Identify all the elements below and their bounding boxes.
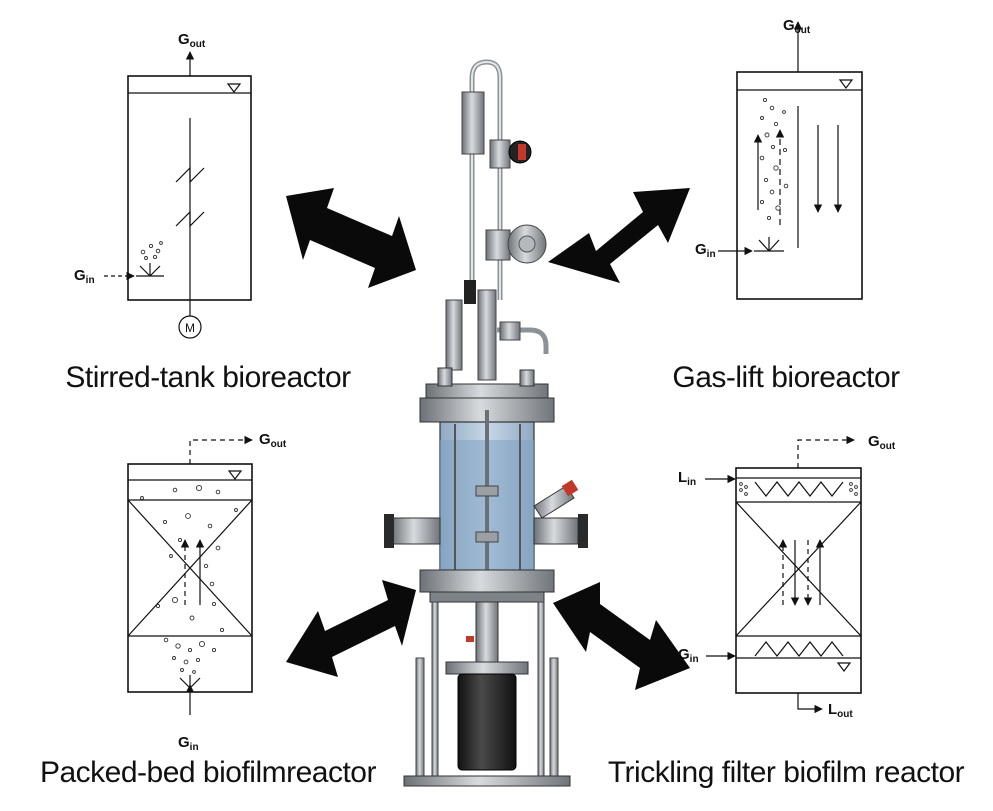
liquid-in-label: Lin xyxy=(678,469,696,488)
stand-strut-right xyxy=(549,657,559,779)
stand-strut-left xyxy=(415,657,425,779)
side-tube xyxy=(497,327,549,354)
caption-packed-bed: Packed-bed biofilmreactor xyxy=(40,756,377,789)
pressure-gauge-red-cap xyxy=(518,144,526,160)
liquid-level-icon xyxy=(838,79,854,89)
head-port-1 xyxy=(437,367,453,387)
gas-out-arrow xyxy=(797,435,855,468)
base-plate xyxy=(429,591,545,603)
impeller-lower xyxy=(475,531,499,543)
central-bioreactor-illustration xyxy=(384,59,588,787)
gas-in-label: Gin xyxy=(695,241,716,260)
gas-lift-panel: Gout Gin Gas-lift bioreactor xyxy=(672,17,900,394)
exchange-arrow-top-right xyxy=(548,188,690,283)
head-port-2 xyxy=(519,369,535,387)
exchange-arrow-bottom-left xyxy=(286,580,416,677)
probe-2 xyxy=(477,289,497,381)
packing-bed-cross xyxy=(735,501,862,637)
side-port-right xyxy=(533,517,579,545)
gas-in-label: Gin xyxy=(678,646,699,665)
drive-motor xyxy=(457,673,517,771)
liquid-out-arrow xyxy=(797,693,823,714)
trickling-filter-panel: Gout Lin Gin Lout Trickling filter biofi… xyxy=(608,433,965,789)
gas-sparger-icon xyxy=(754,237,784,252)
gas-out-label: Gout xyxy=(783,17,811,36)
motor-label: M xyxy=(185,321,195,335)
impeller-upper xyxy=(475,485,499,497)
packed-bed-panel: Gout Gin Packed-bed biofilmreactor xyxy=(40,431,377,789)
probe-1 xyxy=(445,299,463,371)
stand-leg-right xyxy=(537,601,545,779)
caption-gas-lift: Gas-lift bioreactor xyxy=(672,361,900,394)
gas-out-label: Gout xyxy=(868,433,896,452)
side-fitting xyxy=(499,321,521,341)
gas-out-label: Gout xyxy=(259,431,287,450)
lower-impeller-blade xyxy=(175,210,205,228)
side-port-left-clamp xyxy=(384,514,394,548)
side-port-right-clamp xyxy=(578,514,588,548)
gas-regulator-knob xyxy=(518,235,536,253)
liquid-droplets xyxy=(739,482,858,496)
packed-bed-vessel xyxy=(127,463,253,693)
exhaust-gas-pipe-highlight xyxy=(471,60,501,300)
stand-base xyxy=(403,775,571,787)
liquid-level-icon xyxy=(226,83,242,93)
gas-lift-vessel xyxy=(736,71,863,300)
gas-sparger-icon xyxy=(136,263,164,277)
packing-bed-cross xyxy=(127,499,253,637)
upper-impeller-blade xyxy=(175,166,205,184)
gas-out-arrow xyxy=(189,435,253,464)
exchange-arrows xyxy=(286,188,690,690)
distributor-nozzles-icon xyxy=(754,481,844,497)
gas-fitting-block xyxy=(485,229,511,261)
stirred-tank-panel: Gout M Gin Stirred-tank bioreactor xyxy=(65,31,351,394)
drive-coupling xyxy=(475,601,499,663)
angled-probe-port xyxy=(533,485,575,519)
angled-probe-red-cap xyxy=(561,479,579,497)
side-port-left xyxy=(391,517,441,545)
exchange-arrow-top-left xyxy=(286,188,416,288)
gas-bubbles xyxy=(759,97,789,221)
caption-trickling-filter: Trickling filter biofilm reactor xyxy=(608,756,965,789)
gas-out-label: Gout xyxy=(178,31,206,50)
liquid-level-icon xyxy=(227,470,243,480)
gas-bubbles xyxy=(140,484,238,674)
pressure-valve-body xyxy=(489,139,511,169)
gas-sparger-icon xyxy=(179,675,201,689)
probe-connector-black xyxy=(464,280,476,304)
gas-bubbles xyxy=(140,241,163,260)
lower-flange xyxy=(419,569,555,593)
caption-stirred-tank: Stirred-tank bioreactor xyxy=(65,361,351,394)
motor-mount-plate xyxy=(445,661,529,675)
gas-in-label: Gin xyxy=(178,734,199,753)
liquid-level-icon xyxy=(836,662,852,672)
gas-in-label: Gin xyxy=(74,267,95,286)
liquid-out-label: Lout xyxy=(828,701,853,720)
exchange-arrow-bottom-right xyxy=(553,582,690,690)
coupling-red-mark xyxy=(466,636,474,642)
motor-icon xyxy=(178,315,202,339)
support-grid-icon xyxy=(754,641,844,657)
stand-leg-left xyxy=(431,601,439,779)
exhaust-filter-housing xyxy=(461,91,485,155)
